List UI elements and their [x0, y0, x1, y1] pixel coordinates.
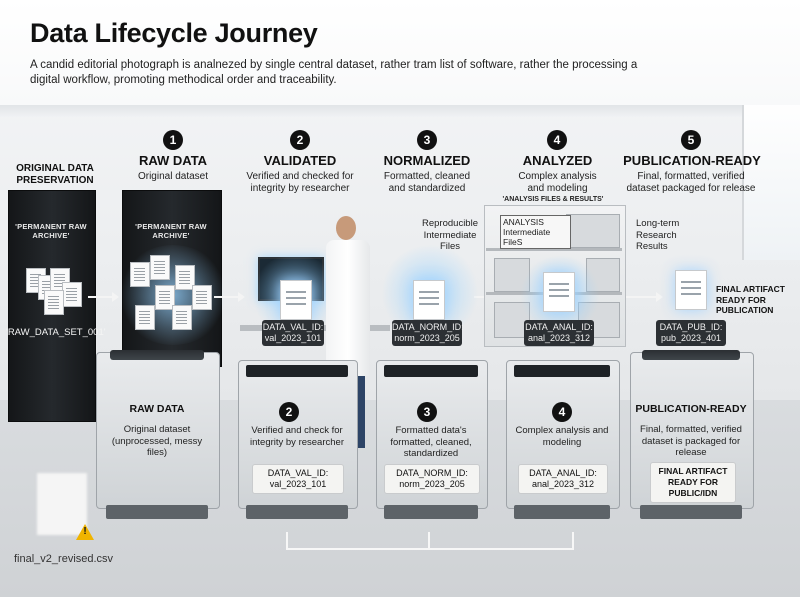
binder-row: [566, 214, 620, 248]
floating-document-icon: [150, 255, 170, 280]
machine-base: [106, 505, 208, 519]
machine-2-id-card: DATA_VAL_ID: val_2023_101: [252, 464, 344, 494]
stray-file-name: final_v2_revised.csv: [14, 553, 114, 565]
step-4-id-tag: DATA_ANAL_ID: anal_2023_312: [524, 320, 594, 346]
machine-panel: [246, 365, 348, 377]
analyzed-file-icon: [543, 272, 575, 312]
step-2-number: 2: [290, 130, 310, 150]
shelf-board: [486, 248, 622, 251]
machine-1-desc: Original dataset (unprocessed, messy fil…: [111, 424, 203, 458]
final-artifact-label: FINAL ARTIFACT READY FOR PUBLICATION: [716, 284, 785, 315]
machine-top: [642, 350, 740, 360]
raw-archive-rack-label: 'PERMANENT RAW ARCHIVE': [135, 222, 207, 240]
flow-arrow-icon: [214, 292, 245, 302]
floor-bracket-tick: [428, 532, 430, 548]
analysis-shelf-caption: 'ANALYSIS FILES & RESULTS': [502, 196, 604, 203]
floating-document-icon: [155, 285, 175, 310]
header-band: [0, 0, 800, 105]
machine-panel: [514, 365, 610, 377]
step-4-desc: Complex analysis and modeling: [518, 171, 597, 194]
machine-3-number: 3: [417, 402, 437, 422]
step-1-number: 1: [163, 130, 183, 150]
step-4-number: 4: [547, 130, 567, 150]
machine-4-desc: Complex analysis and modeling: [515, 425, 609, 448]
floating-document-icon: [192, 285, 212, 310]
machine-5-desc: Final, formatted, verified dataset is pa…: [640, 424, 742, 458]
machine-2-number: 2: [279, 402, 299, 422]
machine-3-id-card: DATA_NORM_ID: norm_2023_205: [384, 464, 480, 494]
step-1-title: RAW DATA: [138, 153, 208, 168]
raw-document-icon: [62, 282, 82, 307]
reproducible-files-note: Reproducible Intermediate Files: [422, 218, 478, 252]
floating-document-icon: [135, 305, 155, 330]
step-5-id-tag: DATA_PUB_ID: pub_2023_401: [656, 320, 726, 346]
ceiling-trim: [0, 105, 800, 117]
step-3-desc: Formatted, cleaned and standardized: [383, 171, 471, 194]
validated-file-icon: [280, 280, 312, 320]
step-5-number: 5: [681, 130, 701, 150]
warning-icon: [76, 524, 94, 540]
machine-4-id-card: DATA_ANAL_ID: anal_2023_312: [518, 464, 608, 494]
step-5-desc: Final, formatted, verified dataset packa…: [626, 171, 756, 194]
publication-file-icon: [675, 270, 707, 310]
normalized-file-icon: [413, 280, 445, 320]
machine-base: [640, 505, 742, 519]
raw-data-machine: [96, 352, 220, 509]
researcher-lab-coat: [326, 240, 370, 376]
machine-base: [384, 505, 478, 519]
warning-mark: !: [83, 526, 87, 537]
step-5-title: PUBLICATION-READY: [623, 153, 761, 168]
page-subtitle: A candid editorial photograph is analnez…: [30, 59, 638, 86]
machine-panel: [384, 365, 478, 377]
floating-document-icon: [175, 265, 195, 290]
preservation-title: ORIGINAL DATA PRESERVATION: [16, 163, 94, 186]
machine-5-artifact-card: FINAL ARTIFACT READY FOR PUBLIC/IDN: [650, 462, 736, 503]
flow-arrow-icon: [598, 292, 663, 302]
analysis-intermediate-box: ANALYSIS Intermediate FileS: [500, 215, 571, 249]
lab-window: [742, 100, 800, 260]
step-2-desc: Verified and checked for integrity by re…: [246, 171, 354, 194]
preservation-rack-label: 'PERMANENT RAW ARCHIVE': [15, 222, 87, 240]
machine-base: [514, 505, 610, 519]
machine-5-title: PUBLICATION-READY: [635, 403, 747, 415]
machine-2-desc: Verified and check for integrity by rese…: [250, 425, 344, 448]
step-3-number: 3: [417, 130, 437, 150]
step-2-id-tag: DATA_VAL_ID: val_2023_101: [262, 320, 324, 346]
long-term-results-note: Long-term Research Results: [636, 218, 680, 252]
step-3-title: NORMALIZED: [383, 153, 471, 168]
machine-3-desc: Formatted data's formatted, cleaned, sta…: [390, 425, 472, 459]
step-4-title: ANALYZED: [522, 153, 593, 168]
machine-base: [246, 505, 348, 519]
researcher-head: [336, 216, 356, 240]
raw-document-icon: [44, 290, 64, 315]
floor-bracket: [286, 532, 574, 550]
floating-document-icon: [130, 262, 150, 287]
step-1-desc: Original dataset: [137, 171, 209, 182]
machine-4-number: 4: [552, 402, 572, 422]
raw-dataset-file-label: 'RAW_DATA_SET_001': [6, 327, 106, 338]
step-3-id-tag: DATA_NORM_ID: norm_2023_205: [392, 320, 464, 346]
step-2-title: VALIDATED: [263, 153, 337, 168]
flow-arrow-icon: [88, 292, 119, 302]
machine-top: [110, 350, 204, 360]
floating-document-icon: [172, 305, 192, 330]
page-title: Data Lifecycle Journey: [30, 18, 318, 48]
machine-1-title: RAW DATA: [129, 403, 185, 415]
